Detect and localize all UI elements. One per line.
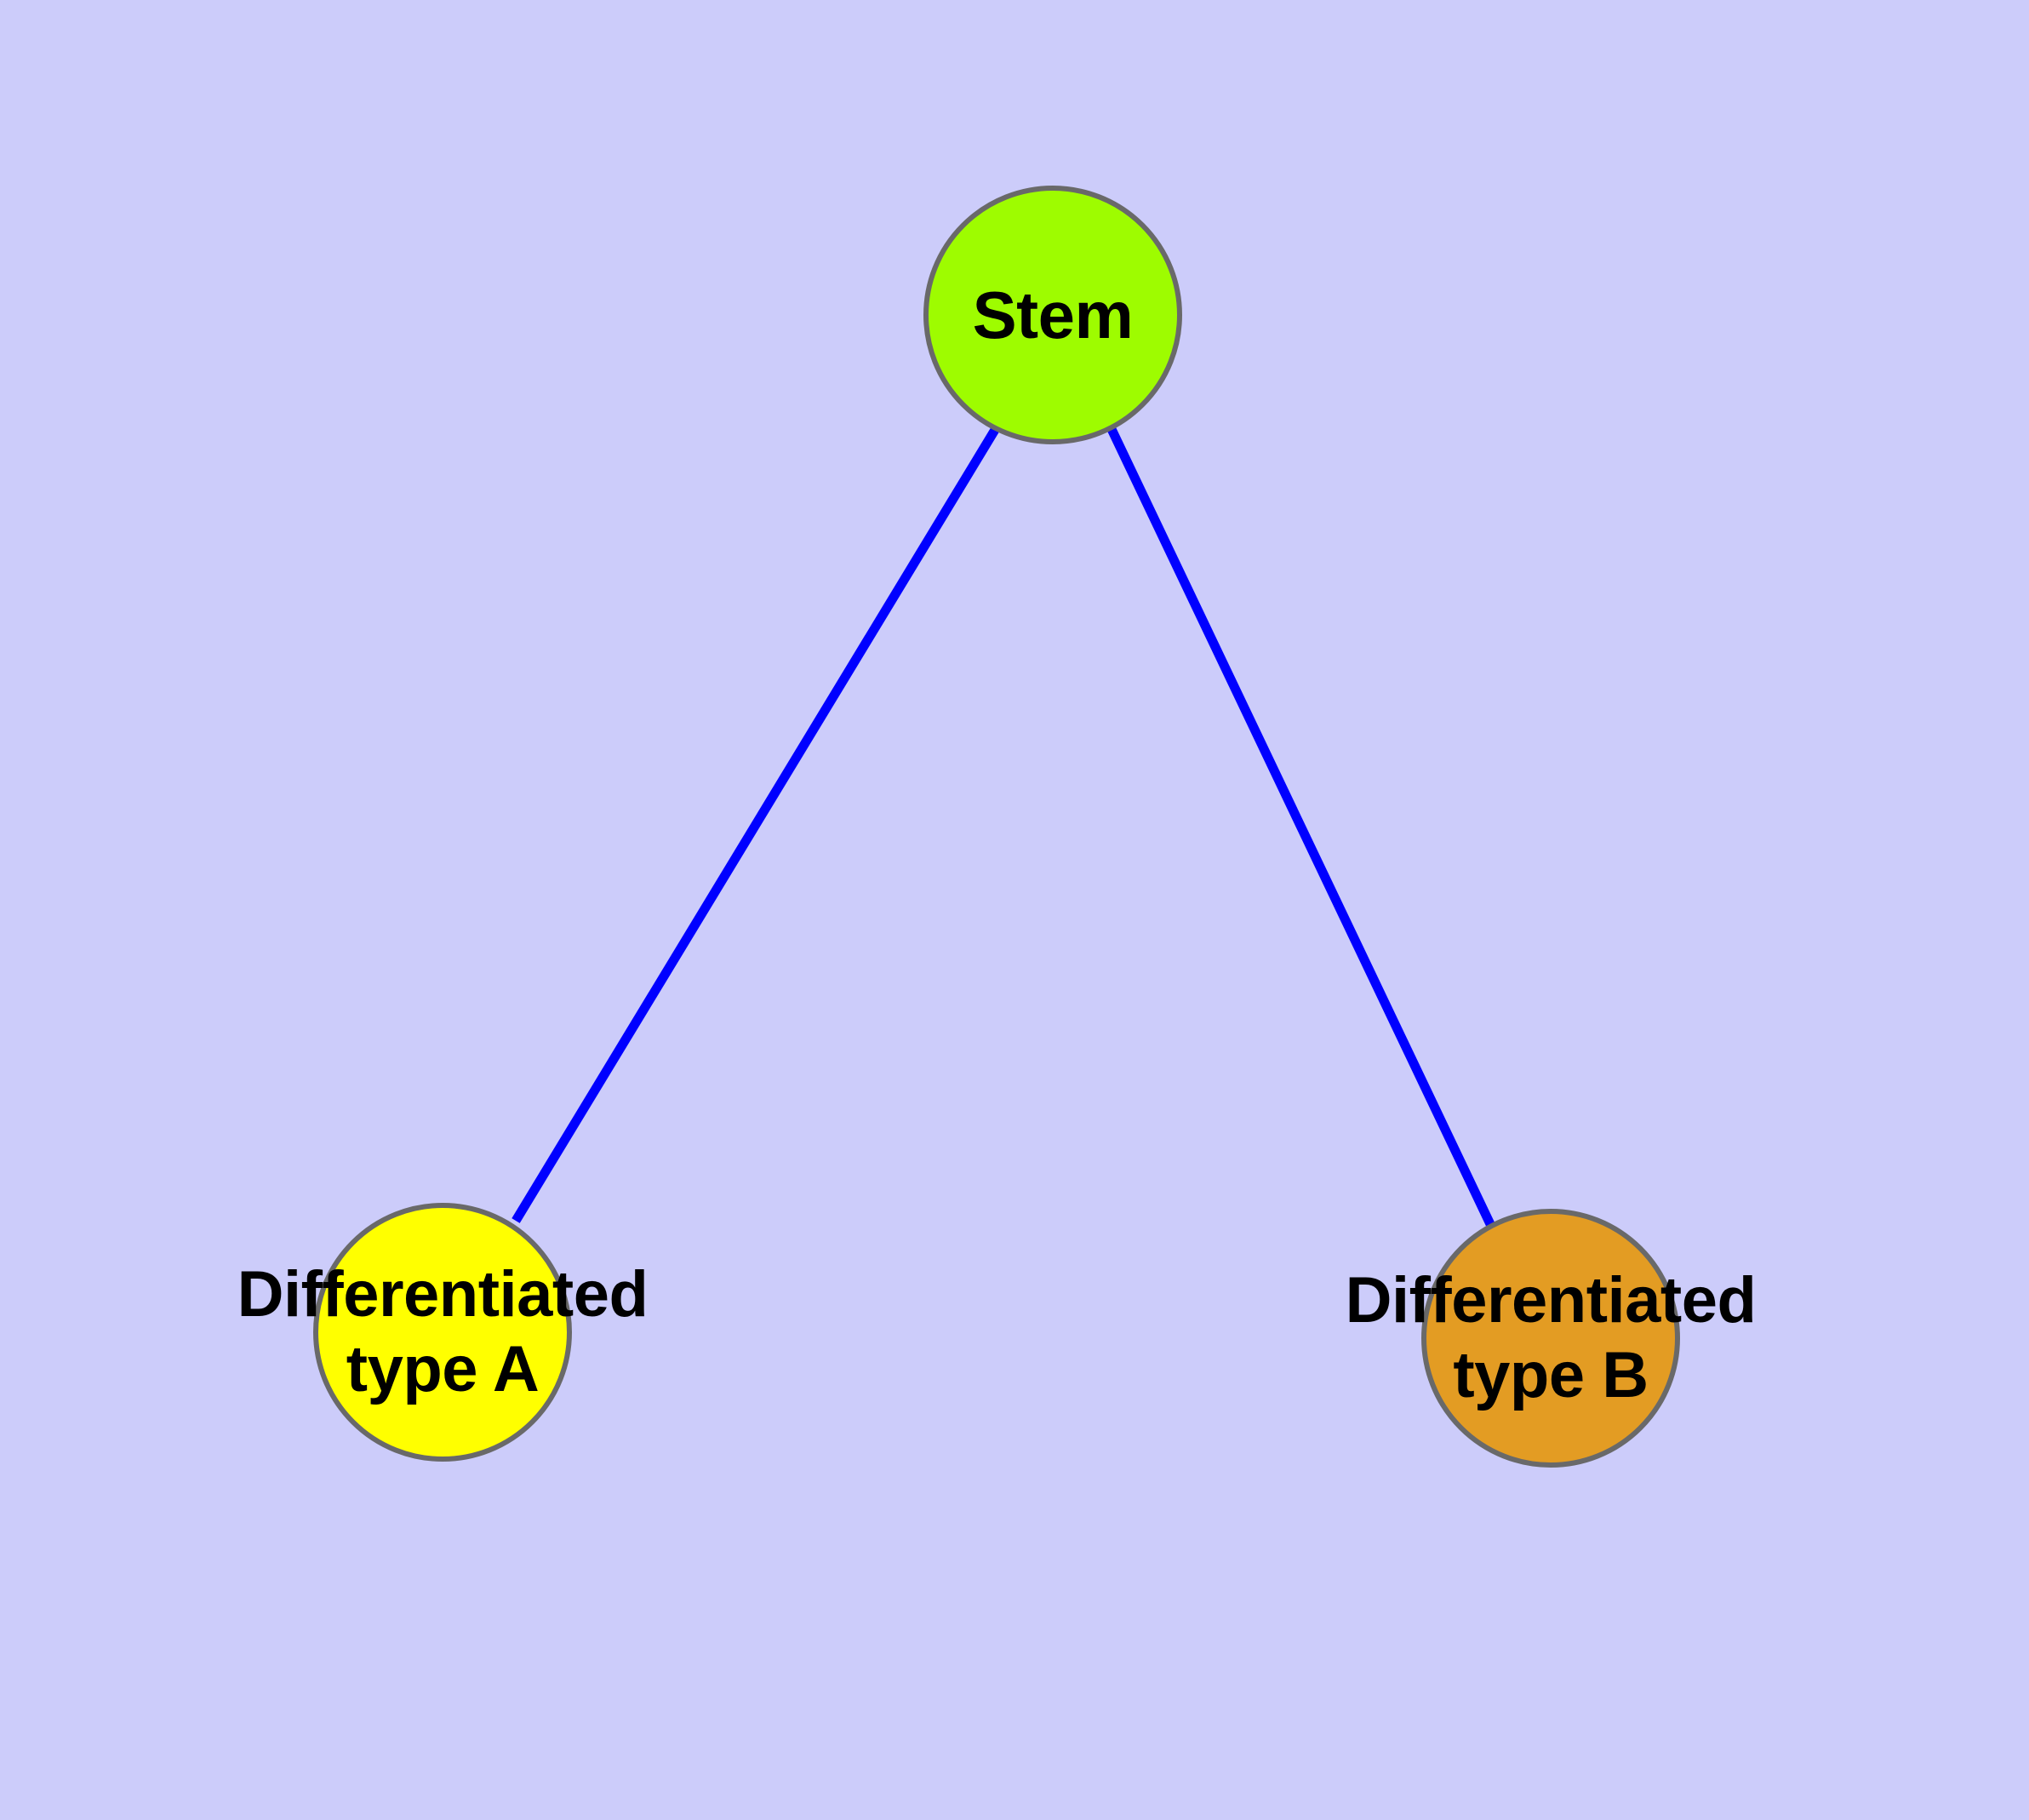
node-differentiated-type-b-label: Differentiated type B <box>1346 1263 1757 1413</box>
node-differentiated-type-a-label-line-1: Differentiated <box>237 1257 649 1331</box>
node-stem[interactable]: Stem <box>923 186 1182 444</box>
edge-stem-to-diff-a[interactable] <box>512 423 1002 1223</box>
node-stem-label-line-1: Stem <box>972 277 1134 352</box>
node-differentiated-type-b-circle <box>1421 1209 1680 1468</box>
node-differentiated-type-b[interactable]: Differentiated type B <box>1346 1209 1757 1468</box>
node-differentiated-type-b-label-line-2: type B <box>1453 1339 1649 1411</box>
node-stem-label: Stem <box>973 277 1134 353</box>
node-differentiated-type-a-circle <box>313 1203 572 1462</box>
node-differentiated-type-b-label-line-1: Differentiated <box>1345 1263 1757 1336</box>
node-stem-circle <box>923 186 1182 444</box>
node-differentiated-type-a-label: Differentiated type A <box>237 1257 649 1407</box>
node-differentiated-type-a-label-line-2: type A <box>346 1333 540 1405</box>
node-differentiated-type-a[interactable]: Differentiated type A <box>237 1203 649 1462</box>
edge-stem-to-diff-b[interactable] <box>1106 425 1495 1227</box>
